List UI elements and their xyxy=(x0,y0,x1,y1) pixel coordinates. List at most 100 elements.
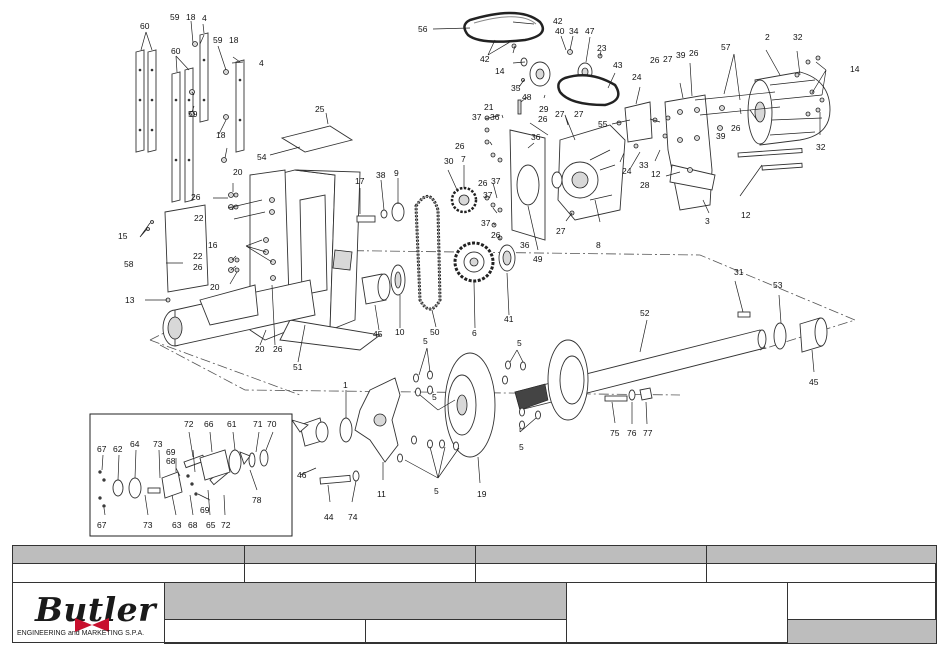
part-label: 22 xyxy=(194,213,204,223)
part-label: 19 xyxy=(477,489,487,499)
part-label: 31 xyxy=(734,267,744,277)
belt-56 xyxy=(463,11,545,43)
sub-cell-2 xyxy=(365,619,567,644)
part-label: 26 xyxy=(689,48,699,58)
part-label: 8 xyxy=(596,240,601,250)
part-label: 50 xyxy=(430,327,440,337)
part-label: 77 xyxy=(643,428,653,438)
company-name: ENGINEERING and MARKETING S.P.A. xyxy=(17,630,145,637)
part-label: 5 xyxy=(423,336,428,346)
sprocket-7 xyxy=(450,186,478,214)
part-label: 28 xyxy=(640,180,650,190)
part-label: 5 xyxy=(434,486,439,496)
part-label: 33 xyxy=(639,160,649,170)
part-label: 63 xyxy=(172,520,182,530)
drawing-title-area xyxy=(164,582,567,620)
part-label: 27 xyxy=(663,54,673,64)
part-label: 30 xyxy=(444,156,454,166)
part-label: 44 xyxy=(324,512,334,522)
assembly-axis-line xyxy=(149,249,857,396)
part-label: 37 xyxy=(481,218,491,228)
part-label: 20 xyxy=(233,167,243,177)
revision-cell xyxy=(787,619,937,644)
motor-bolts-14 xyxy=(652,55,825,139)
part-label: 5 xyxy=(432,392,437,402)
part-label: 13 xyxy=(125,295,135,305)
tie-rods-57-12 xyxy=(694,91,803,171)
part-label: 45 xyxy=(373,329,383,339)
part-label: 69 xyxy=(166,447,176,457)
pulley-35 xyxy=(520,57,551,87)
part-label: 37 xyxy=(483,190,493,200)
title-block: Butler ENGINEERING and MARKETING S.P.A. xyxy=(12,545,937,644)
part-label: 4 xyxy=(202,13,207,23)
part-label: 20 xyxy=(210,282,220,292)
mounting-plate-3 xyxy=(664,94,716,211)
part-label: 7 xyxy=(461,154,466,164)
part-label: 18 xyxy=(186,12,196,22)
value-cell-2 xyxy=(244,563,476,583)
value-cell-3 xyxy=(475,563,707,583)
header-cell-1 xyxy=(12,545,245,564)
butler-logo: Butler ENGINEERING and MARKETING S.P.A. xyxy=(13,582,165,644)
gearbox-8 xyxy=(551,124,626,221)
part-label: 16 xyxy=(208,240,218,250)
part-label: 9 xyxy=(394,168,399,178)
part-label: 61 xyxy=(227,419,237,429)
part-label: 5 xyxy=(519,442,524,452)
part-label: 38 xyxy=(376,170,386,180)
part-label: 56 xyxy=(418,24,428,34)
leader-lines xyxy=(101,20,827,516)
wheel-studs-5 xyxy=(397,360,541,463)
header-cell-4 xyxy=(706,545,937,564)
part-label: 59 xyxy=(213,35,223,45)
part-label: 41 xyxy=(504,314,514,324)
part-label: 76 xyxy=(627,428,637,438)
part-label: 54 xyxy=(257,152,267,162)
side-plate-58 xyxy=(164,204,209,293)
part-label: 26 xyxy=(455,141,465,151)
part-labels: 60 59 18 4 60 59 18 4 59 18 25 54 20 26 … xyxy=(97,12,860,530)
part-label: 35 xyxy=(511,83,521,93)
sheet-area xyxy=(787,582,937,620)
part-label: 32 xyxy=(793,32,803,42)
part-label: 21 xyxy=(484,102,494,112)
part-label: 12 xyxy=(651,169,661,179)
part-label: 48 xyxy=(522,92,532,102)
part-label: 27 xyxy=(555,109,565,119)
part-label: 18 xyxy=(216,130,226,140)
part-label: 26 xyxy=(731,123,741,133)
part-label: 65 xyxy=(206,520,216,530)
bow-tie-icon xyxy=(75,618,109,632)
part-label: 72 xyxy=(184,419,194,429)
key-31 xyxy=(737,311,751,318)
wing-nut-46 xyxy=(290,417,329,447)
part-label: 27 xyxy=(556,226,566,236)
part-label: 37 xyxy=(491,176,501,186)
part-label: 11 xyxy=(377,489,386,499)
part-label: 34 xyxy=(569,26,579,36)
part-label: 53 xyxy=(773,280,783,290)
part-label: 25 xyxy=(315,104,325,114)
part-label: 27 xyxy=(574,109,584,119)
part-label: 18 xyxy=(229,35,239,45)
bearing-1 xyxy=(339,417,353,443)
part-label: 74 xyxy=(348,512,358,522)
part-label: 4 xyxy=(259,58,264,68)
part-label: 39 xyxy=(716,131,726,141)
part-label: 26 xyxy=(491,230,501,240)
part-label: 15 xyxy=(118,231,128,241)
part-label: 14 xyxy=(495,66,505,76)
part-label: 73 xyxy=(153,439,163,449)
part-label: 58 xyxy=(124,259,134,269)
part-label: 32 xyxy=(816,142,826,152)
part-label: 68 xyxy=(188,520,198,530)
part-label: 42 xyxy=(480,54,490,64)
part-label: 10 xyxy=(395,327,405,337)
part-label: 40 xyxy=(555,26,565,36)
part-label: 26 xyxy=(650,55,660,65)
pin-hardware xyxy=(484,43,639,241)
value-cell-4 xyxy=(706,563,937,583)
part-label: 70 xyxy=(267,419,277,429)
part-label: 46 xyxy=(297,470,307,480)
